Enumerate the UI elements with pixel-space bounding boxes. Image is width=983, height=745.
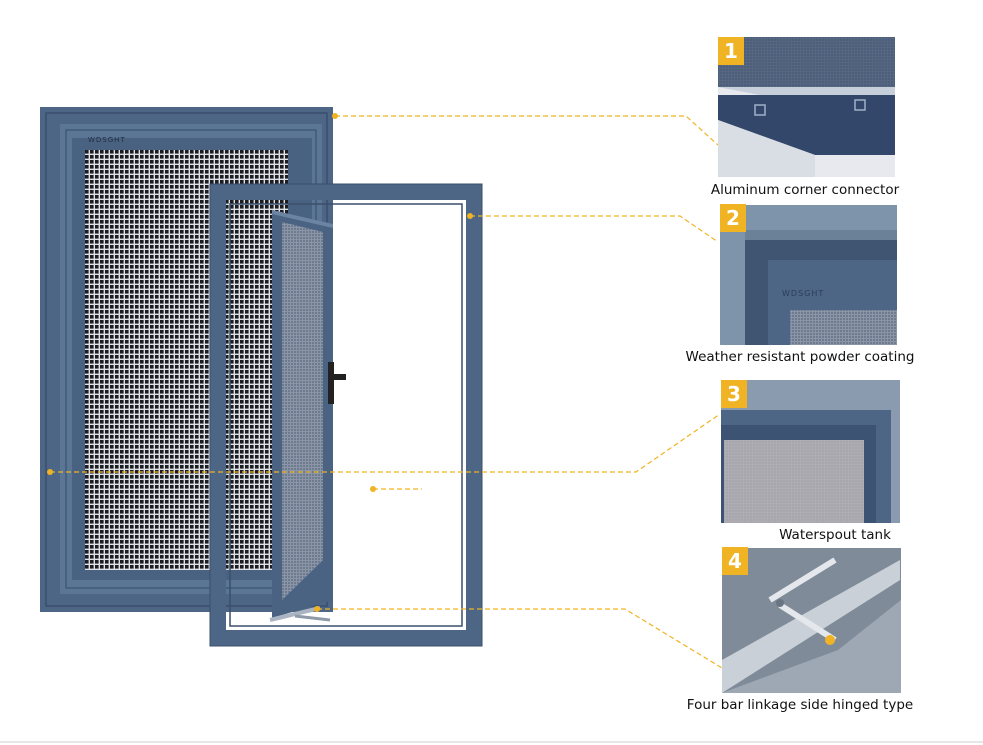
callout-badge-2: 2: [720, 204, 746, 232]
leader-lines: [50, 115, 723, 669]
detail-image-1: [718, 37, 895, 177]
callout-badge-4: 4: [722, 547, 748, 575]
detail-image-2: [720, 205, 897, 345]
open-sash: [272, 210, 346, 618]
security-mesh: [85, 150, 288, 570]
detail-image-4: [722, 548, 901, 693]
brand-mark-detail: WDSGHT: [782, 289, 825, 298]
leader-dots: [47, 113, 473, 612]
callout-caption-3: Waterspout tank: [779, 527, 891, 543]
callout-caption-2: Weather resistant powder coating: [685, 349, 915, 365]
callout-badge-1: 1: [718, 37, 744, 65]
callout-caption-1: Aluminum corner connector: [710, 182, 900, 198]
front-frame: [209, 183, 483, 647]
detail-image-3: [721, 380, 900, 523]
callout-caption-4: Four bar linkage side hinged type: [686, 697, 914, 713]
brand-mark: WDSGHT: [88, 136, 126, 144]
callout-badge-3: 3: [721, 380, 747, 408]
four-bar-linkage: [269, 606, 331, 622]
